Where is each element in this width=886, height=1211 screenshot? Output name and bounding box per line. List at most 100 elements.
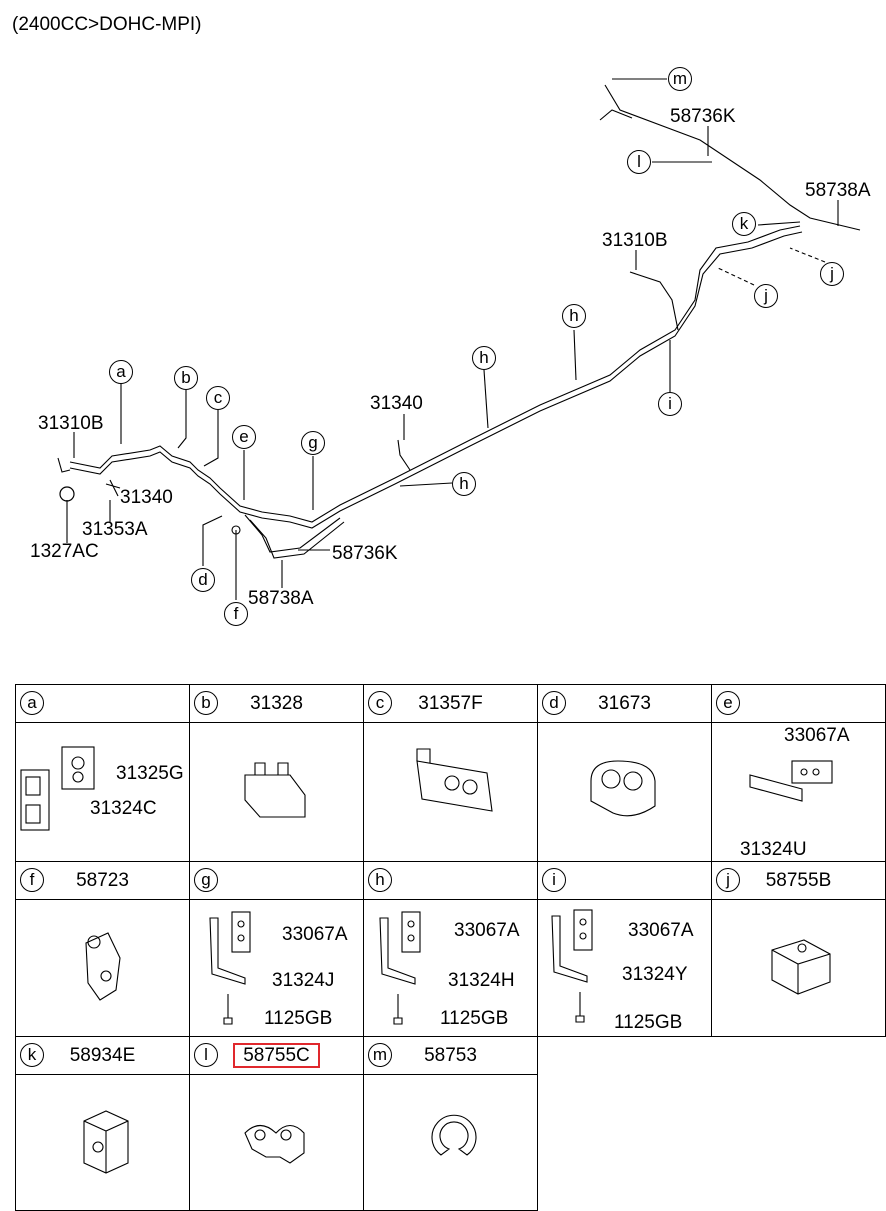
cell-a: a 31325G 31324C — [15, 684, 190, 862]
cell-i-letter: i — [542, 868, 566, 892]
callout-f: f — [224, 602, 248, 626]
fuel-line-top — [604, 84, 861, 231]
callout-h-top: h — [562, 304, 586, 328]
sub-1125gb-h: 1125GB — [440, 1008, 509, 1029]
cell-b-part: 31328 — [250, 693, 303, 714]
nut-1327ac — [59, 486, 75, 502]
part-image-j — [771, 939, 831, 995]
part-image-a — [20, 746, 95, 831]
sub-31325g: 31325G — [116, 763, 184, 784]
fuel-line-main-2 — [69, 231, 803, 529]
leader-h-low — [399, 482, 453, 487]
callout-g: g — [301, 431, 325, 455]
part-image-d — [590, 760, 656, 817]
callout-l: l — [627, 150, 651, 174]
leader-d — [202, 515, 223, 566]
cell-l-part-highlighted: 58755C — [233, 1043, 320, 1068]
part-image-f — [85, 932, 121, 1001]
label-58738a-right: 58738A — [805, 180, 871, 201]
cell-i: i 33067A 31324Y 1125GB — [537, 861, 712, 1037]
part-image-b — [244, 762, 306, 818]
part-image-c — [416, 748, 493, 812]
fuel-line-main — [69, 225, 801, 523]
cell-l: l 58755C — [189, 1036, 364, 1211]
cell-c-part: 31357F — [418, 693, 483, 714]
sub-33067a-g: 33067A — [282, 924, 348, 945]
leader-h-mid — [483, 369, 489, 429]
callout-h-low: h — [452, 472, 476, 496]
callout-j-right: j — [820, 262, 844, 286]
cell-j-part: 58755B — [765, 870, 832, 891]
part-image-m — [431, 1114, 477, 1156]
leader-h-top — [573, 329, 577, 381]
cell-a-letter: a — [20, 691, 44, 715]
part-image-e — [749, 760, 833, 802]
cell-f-letter: f — [20, 868, 44, 892]
callout-i: i — [658, 392, 682, 416]
part-image-g — [209, 911, 251, 1025]
fuel-line-top-2 — [599, 109, 633, 121]
leader-j2 — [789, 247, 826, 263]
sub-33067a-h: 33067A — [454, 920, 520, 941]
sub-31324h: 31324H — [448, 970, 515, 991]
cell-d: d 31673 — [537, 684, 712, 862]
label-31340-left: 31340 — [120, 487, 173, 508]
sub-31324c: 31324C — [90, 798, 157, 819]
label-58736k-bottom: 58736K — [332, 543, 398, 564]
cell-j-letter: j — [716, 868, 740, 892]
sub-31324j: 31324J — [272, 970, 335, 991]
cell-j: j 58755B — [711, 861, 886, 1037]
cell-h: h 33067A 31324H 1125GB — [363, 861, 538, 1037]
label-31353a: 31353A — [82, 519, 148, 540]
cell-m-part: 58753 — [424, 1045, 477, 1066]
cell-e: e 33067A 31324U — [711, 684, 886, 862]
label-1327ac: 1327AC — [30, 541, 99, 562]
pipe-31310b-right — [629, 271, 679, 331]
fuel-line-main-3 — [244, 514, 341, 553]
cell-g-letter: g — [194, 868, 218, 892]
cell-b: b 31328 — [189, 684, 364, 862]
callout-m: m — [668, 67, 692, 91]
callout-d: d — [191, 568, 215, 592]
leader-b — [177, 390, 187, 449]
callout-a: a — [109, 360, 133, 384]
callout-e: e — [232, 425, 256, 449]
clip-31310b-left — [57, 457, 71, 473]
part-image-h — [379, 911, 421, 1025]
label-31340-mid: 31340 — [370, 393, 423, 414]
cell-e-letter: e — [716, 691, 740, 715]
callout-b: b — [174, 366, 198, 390]
part-image-k — [83, 1110, 129, 1174]
leader-k — [757, 221, 801, 226]
callout-k: k — [732, 212, 756, 236]
cell-m-letter: m — [368, 1043, 392, 1067]
page-title: (2400CC>DOHC-MPI) — [12, 14, 202, 35]
part-image-l — [244, 1124, 305, 1164]
leader-31340-left — [109, 479, 119, 497]
leader-j1 — [717, 267, 755, 286]
label-31310b-left: 31310B — [38, 413, 104, 434]
cell-f: f 58723 — [15, 861, 190, 1037]
pipe-31340-mid — [397, 439, 411, 471]
callout-c: c — [206, 386, 230, 410]
cell-l-letter: l — [194, 1043, 218, 1067]
cell-k-part: 58934E — [69, 1045, 136, 1066]
sub-33067a-i: 33067A — [628, 920, 694, 941]
cell-b-letter: b — [194, 691, 218, 715]
cell-h-letter: h — [368, 868, 392, 892]
cell-c-letter: c — [368, 691, 392, 715]
cell-f-part: 58723 — [76, 870, 129, 891]
leader-c — [203, 410, 219, 467]
label-58736k-top: 58736K — [670, 106, 736, 127]
cell-d-part: 31673 — [598, 693, 651, 714]
sub-1125gb-g: 1125GB — [264, 1008, 333, 1029]
bolt-head — [231, 525, 241, 535]
fuel-line-main-4 — [249, 519, 345, 559]
label-58738a-bottom: 58738A — [248, 588, 314, 609]
sub-31324y: 31324Y — [622, 964, 688, 985]
cell-m: m 58753 — [363, 1036, 538, 1211]
fuel-line-diagram — [57, 78, 861, 600]
cell-d-letter: d — [542, 691, 566, 715]
callout-j-left: j — [754, 284, 778, 308]
sub-31324u: 31324U — [740, 839, 807, 860]
